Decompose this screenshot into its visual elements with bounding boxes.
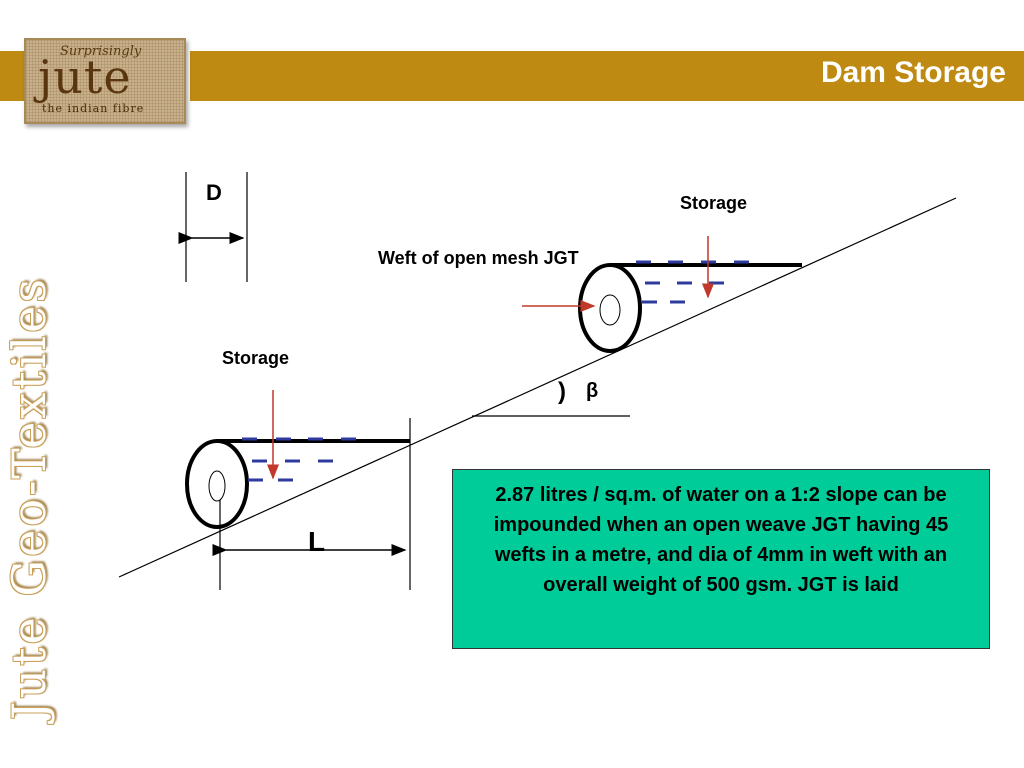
- page-title: Dam Storage: [820, 56, 1006, 89]
- logo-wordmark: jute: [38, 50, 132, 104]
- slope-line: [118, 197, 957, 578]
- logo-tagline: Surprisingly: [60, 44, 142, 59]
- label-weft: Weft of open mesh JGT: [378, 248, 579, 268]
- lower-water-dashes: [242, 437, 356, 482]
- label-storage-upper: Storage: [680, 193, 748, 213]
- label-storage-lower: Storage: [222, 348, 290, 368]
- jute-logo: Surprisingly jute the indian fibre: [24, 38, 186, 124]
- label-d: D: [206, 180, 222, 205]
- label-l: L: [308, 526, 326, 557]
- label-beta: β: [586, 380, 599, 402]
- upper-roll-core: [599, 294, 621, 326]
- lower-roll-core: [208, 470, 226, 502]
- info-box: 2.87 litres / sq.m. of water on a 1:2 sl…: [452, 469, 990, 649]
- upper-water-dashes: [636, 260, 749, 304]
- angle-arc-mark: ): [558, 378, 566, 405]
- logo-subtitle: the indian fibre: [42, 102, 145, 115]
